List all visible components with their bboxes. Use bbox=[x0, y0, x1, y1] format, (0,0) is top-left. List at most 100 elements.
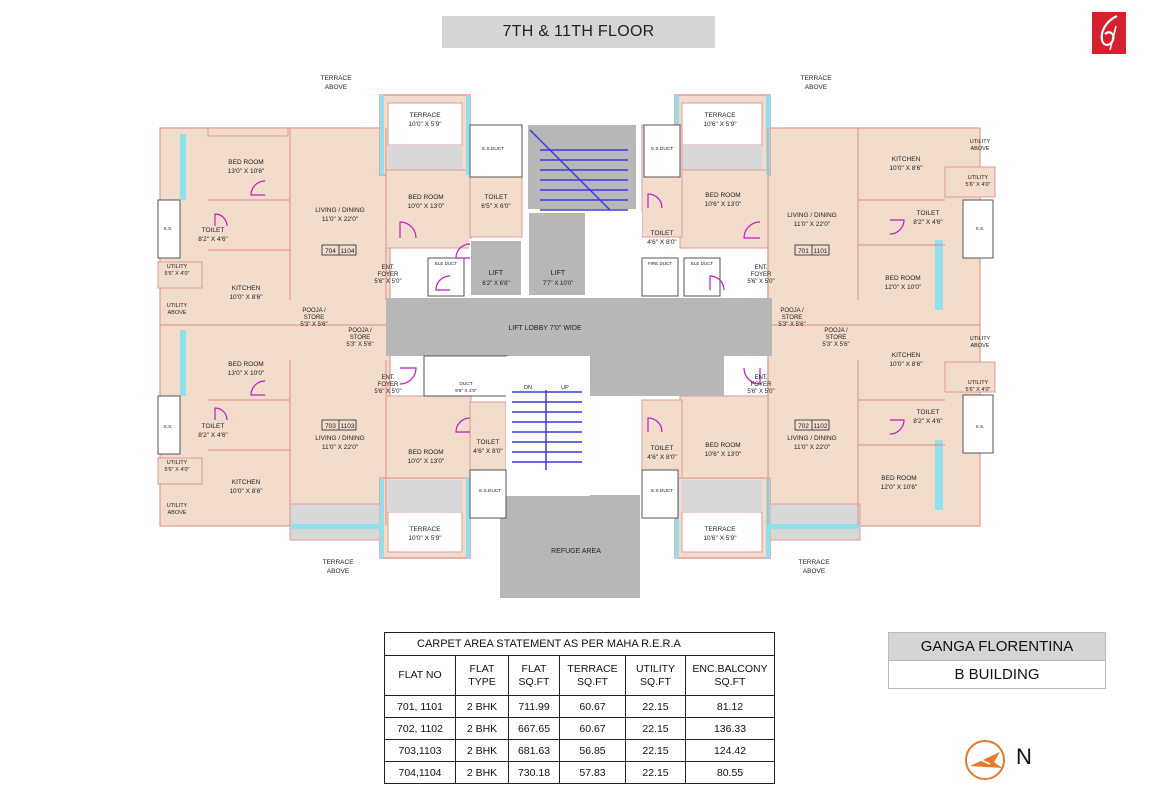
room-size: 11'0" X 22'0" bbox=[794, 444, 831, 451]
glass-window bbox=[180, 134, 186, 200]
table-cell: 22.15 bbox=[625, 739, 686, 762]
left-wing-top bbox=[207, 127, 289, 137]
terrace-above-note: ABOVE bbox=[803, 568, 826, 575]
table-row: 703,1103 2 BHK 681.63 56.85 22.15 124.42 bbox=[384, 739, 775, 762]
room-name: FOYER bbox=[378, 382, 399, 388]
door-swing bbox=[743, 367, 761, 385]
table-row: 702, 1102 2 BHK 667.65 60.67 22.15 136.3… bbox=[384, 717, 775, 740]
flat-tag: 1104 bbox=[341, 248, 355, 255]
utility-above-note: ABOVE bbox=[971, 146, 990, 152]
room-name: KITCHEN bbox=[232, 479, 261, 486]
table-cell: 702, 1102 bbox=[384, 717, 456, 740]
fire-duct-label: FIRE DUCT bbox=[648, 261, 672, 266]
room-name: LIVING / DINING bbox=[315, 207, 364, 214]
lobby-extension bbox=[588, 356, 724, 396]
stair-bottom bbox=[506, 356, 590, 496]
right-toilet-bottom bbox=[641, 399, 683, 479]
glass-window bbox=[935, 240, 943, 310]
glass-window bbox=[466, 478, 470, 558]
flat-tag: 704 bbox=[325, 248, 336, 255]
utility-above-note: ABOVE bbox=[168, 510, 187, 516]
room-size: 10'0" X 5'9" bbox=[408, 535, 442, 542]
room-name: LIVING / DINING bbox=[787, 212, 836, 219]
north-label: N bbox=[1016, 744, 1032, 769]
room-size: 8'2" X 4'6" bbox=[198, 432, 228, 439]
room-name: TOILET bbox=[651, 445, 674, 452]
duct-size: 9'6" X 3'0" bbox=[455, 388, 477, 394]
terrace-above-note: TERRACE bbox=[798, 559, 830, 566]
right-shaft bbox=[962, 199, 994, 259]
duct-label: DUCT bbox=[459, 381, 472, 387]
table-cell: 2 BHK bbox=[455, 739, 509, 762]
terrace-slab-grey bbox=[682, 480, 762, 512]
utility-above-note: UTILITY bbox=[970, 336, 991, 342]
duct-box bbox=[641, 257, 679, 297]
lift-2 bbox=[527, 211, 587, 297]
ss-duct-label: S.S.DUCT bbox=[479, 488, 501, 494]
utility-name: UTILITY bbox=[968, 380, 989, 386]
room-name: TOILET bbox=[485, 194, 508, 201]
door-swing bbox=[889, 419, 905, 435]
room-size: 10'0" X 8'6" bbox=[229, 488, 263, 495]
room-size: 10'6" X 13'0" bbox=[705, 451, 742, 458]
room-size: 4'6" X 8'0" bbox=[647, 239, 677, 246]
terrace-slab-grey bbox=[388, 145, 462, 173]
duct-box bbox=[469, 124, 523, 178]
utility-name: UTILITY bbox=[167, 264, 188, 270]
room-name: BED ROOM bbox=[228, 361, 263, 368]
room-name: ENT. bbox=[381, 375, 394, 381]
room-size: 10'0" X 8'6" bbox=[229, 294, 263, 301]
room-name: LIVING / DINING bbox=[315, 435, 364, 442]
right-bedroom-bottom bbox=[679, 395, 769, 479]
glass-window bbox=[180, 330, 186, 396]
lift-label: LIFT bbox=[551, 270, 566, 277]
room-name: STORE bbox=[304, 315, 325, 321]
room-name: POOJA / bbox=[780, 308, 804, 314]
room-size: 5'6" X 5'0" bbox=[747, 389, 774, 395]
door-swing bbox=[709, 275, 725, 291]
ele-duct-label: ELE DUCT bbox=[435, 261, 458, 266]
left-utility-bottom bbox=[157, 457, 203, 485]
ss-label: S.S. bbox=[975, 424, 984, 430]
room-name: STORE bbox=[350, 335, 371, 341]
room-size: 10'0" X 13'0" bbox=[408, 203, 445, 210]
table-caption: CARPET AREA STATEMENT AS PER MAHA R.E.R.… bbox=[384, 632, 775, 656]
table-cell: 2 BHK bbox=[455, 761, 509, 784]
flat-tag: 701 bbox=[798, 248, 809, 255]
table-row: 704,1104 2 BHK 730.18 57.83 22.15 80.55 bbox=[384, 761, 775, 784]
room-name: TOILET bbox=[202, 227, 225, 234]
utility-above-note: UTILITY bbox=[167, 503, 188, 509]
flat-tag: 1102 bbox=[814, 423, 828, 430]
room-name: TERRACE bbox=[704, 112, 736, 119]
project-info: GANGA FLORENTINA B BUILDING bbox=[888, 632, 1106, 689]
room-size: 11'0" X 22'0" bbox=[794, 221, 831, 228]
table-row: 701, 1101 2 BHK 711.99 60.67 22.15 81.12 bbox=[384, 695, 775, 718]
room-name: KITCHEN bbox=[892, 352, 921, 359]
room-name: BED ROOM bbox=[228, 159, 263, 166]
room-name: BED ROOM bbox=[705, 442, 740, 449]
door-swing bbox=[647, 193, 663, 209]
left-bedroom-bottom bbox=[385, 395, 472, 479]
terrace-slab bbox=[681, 511, 763, 553]
door-swing bbox=[214, 213, 228, 227]
table-cell: 22.15 bbox=[625, 717, 686, 740]
duct-box bbox=[469, 469, 507, 519]
terrace-above-note: TERRACE bbox=[322, 559, 354, 566]
table-cell: 56.85 bbox=[559, 739, 626, 762]
room-name: POOJA / bbox=[302, 308, 326, 314]
glass-window bbox=[770, 524, 860, 529]
flat-tag: 1103 bbox=[341, 423, 355, 430]
room-size: 10'0" X 13'0" bbox=[408, 458, 445, 465]
hdr-text: TERRACE bbox=[567, 662, 618, 675]
table-cell: 681.63 bbox=[508, 739, 560, 762]
left-shaft bbox=[157, 199, 181, 259]
room-size: 12'0" X 10'0" bbox=[885, 284, 922, 291]
lift-1 bbox=[469, 239, 523, 297]
duct-box bbox=[641, 469, 679, 519]
table-cell: 60.67 bbox=[559, 695, 626, 718]
room-size: 10'0" X 8'6" bbox=[889, 165, 923, 172]
lift-shaft bbox=[588, 212, 642, 296]
room-size: 13'0" X 10'0" bbox=[228, 370, 265, 377]
glass-window bbox=[380, 95, 384, 175]
